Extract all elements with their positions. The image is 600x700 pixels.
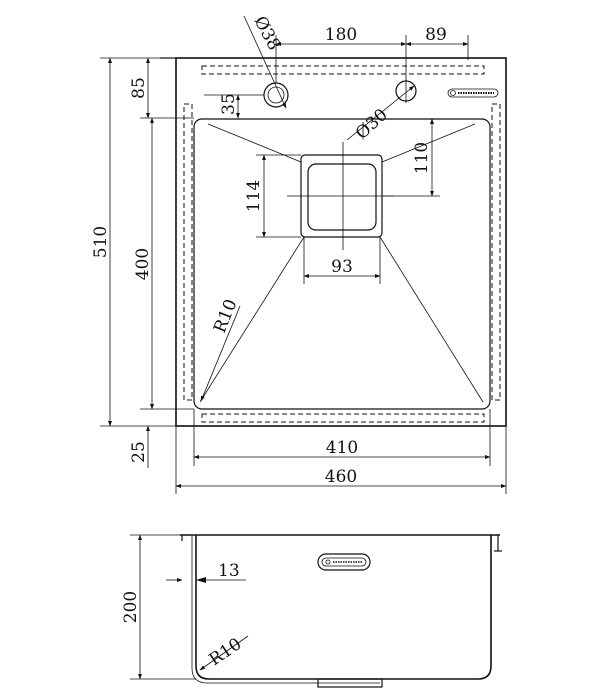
- dim-bowl-width: 410: [193, 409, 491, 466]
- brand-logo-icon: [447, 88, 499, 98]
- dim-o38-label: Ø38: [250, 13, 284, 54]
- dim-back-deck: 25: [129, 425, 150, 468]
- dim-89-label: 89: [425, 25, 447, 45]
- dim-35-label: 35: [219, 93, 239, 115]
- dim-corner-radius: R10: [200, 296, 242, 402]
- dim-114-label: 114: [244, 180, 264, 212]
- top-view: 180 89 Ø38 Ø30 85 35: [91, 13, 507, 494]
- back-rail: [201, 65, 485, 75]
- dim-overall-depth: 510: [91, 57, 176, 427]
- dim-hole-from-edge: 35: [204, 93, 264, 119]
- dim-400-label: 400: [133, 248, 153, 280]
- front-rail: [201, 413, 485, 423]
- dim-side-corner-radius: R10: [199, 634, 249, 671]
- dim-drain-width: 93: [303, 237, 381, 284]
- dim-r10-label: R10: [210, 296, 241, 335]
- left-rail: [183, 103, 193, 401]
- bowl-outline: [193, 118, 491, 410]
- dim-overall-width: 460: [175, 426, 507, 494]
- right-rail: [491, 103, 501, 401]
- dim-tap-hole-dia: Ø38: [243, 13, 287, 109]
- dim-510-label: 510: [91, 226, 111, 258]
- drain-box: [287, 142, 394, 250]
- dim-tap-spacing: 180: [275, 25, 407, 83]
- dim-bowl-depth: 400: [133, 117, 194, 410]
- dim-o30-label: Ø30: [352, 105, 392, 144]
- overflow-badge-icon: [317, 553, 371, 571]
- dim-110-label: 110: [412, 142, 432, 174]
- dim-93-label: 93: [331, 257, 353, 277]
- dim-drain-hole-dia: Ø30: [346, 85, 415, 144]
- dim-200-label: 200: [121, 591, 141, 623]
- bowl-side-profile: [195, 535, 492, 680]
- dim-tap-edge-offset: 89: [405, 25, 469, 60]
- dim-410-label: 410: [326, 438, 358, 458]
- dim-drain-height: 114: [244, 154, 301, 238]
- dim-side-height: 200: [121, 534, 196, 680]
- dim-front-deck: 85: [129, 57, 194, 119]
- dim-25-label: 25: [129, 441, 149, 463]
- side-view: 200 13 R10: [121, 534, 502, 688]
- overflow-hole: [395, 79, 417, 103]
- dim-180-label: 180: [325, 25, 357, 45]
- sink-outline: [175, 57, 507, 427]
- slope-lines: [199, 123, 484, 403]
- dim-drain-slope: 110: [382, 118, 440, 197]
- dim-13-label: 13: [218, 561, 240, 581]
- dim-460-label: 460: [325, 467, 357, 487]
- dim-85-label: 85: [129, 77, 149, 99]
- dim-side-r10-label: R10: [206, 634, 246, 670]
- dim-side-flange: 13: [166, 561, 246, 583]
